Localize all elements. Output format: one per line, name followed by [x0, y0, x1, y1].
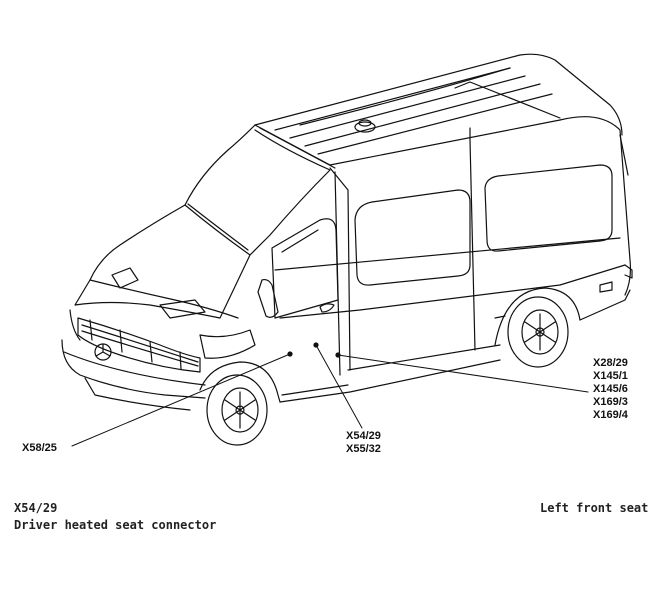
side-window-rear: [484, 164, 613, 252]
van-diagram: [61, 53, 633, 447]
callout-x145-6: X145/6: [593, 383, 628, 395]
leader-line-middle: [315, 344, 363, 429]
hood: [74, 204, 251, 319]
rear-wheel: [507, 296, 569, 368]
callout-x28-29: X28/29: [593, 357, 628, 369]
leader-line-right: [337, 354, 589, 393]
front-bumper: [61, 339, 206, 399]
callout-x58-25: X58/25: [22, 442, 57, 454]
roof-vent: [354, 121, 376, 133]
hood-vent-left: [111, 267, 139, 289]
headlight: [199, 329, 256, 359]
front-wheel: [206, 374, 268, 446]
front-wheel-arch: [199, 361, 281, 403]
van-roof-front-edge: [227, 124, 256, 151]
caption-code: X54/29: [14, 501, 58, 515]
callout-middle-group: X54/29 X55/32: [346, 430, 381, 456]
callout-right-group: X28/29 X145/1 X145/6 X169/3 X169/4: [593, 357, 628, 422]
callout-x145-1: X145/1: [593, 370, 628, 382]
windshield: [184, 129, 331, 256]
rear-wheel-arch: [494, 287, 581, 346]
caption-location: Left front seat: [540, 501, 649, 515]
van-roof: [254, 53, 623, 136]
hood-vent-right: [159, 299, 206, 319]
side-mirror: [257, 278, 279, 318]
leader-line-left: [71, 353, 291, 447]
caption-description: Driver heated seat connector: [14, 518, 217, 532]
callout-x169-4: X169/4: [593, 409, 628, 421]
callout-x55-32: X55/32: [346, 443, 381, 455]
callout-x54-29: X54/29: [346, 430, 381, 442]
grille: [77, 317, 201, 373]
door-window: [271, 218, 339, 319]
door-handle: [319, 303, 335, 313]
side-window-front: [354, 189, 471, 286]
callout-x169-3: X169/3: [593, 396, 628, 408]
